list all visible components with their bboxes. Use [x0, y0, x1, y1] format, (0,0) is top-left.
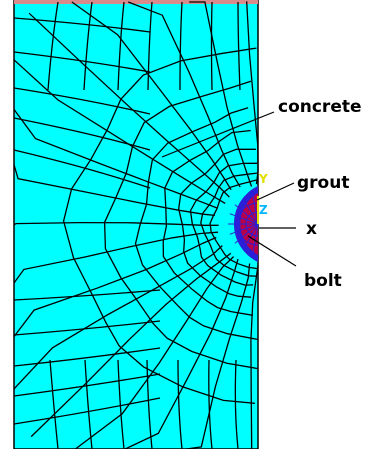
x-label: x [306, 219, 317, 239]
mesh-radial-line [13, 221, 219, 226]
mesh-farfield-line [83, 1, 93, 91]
bolt-leader [247, 235, 297, 267]
mesh-farfield-line [13, 289, 161, 301]
mesh-farfield-line [13, 117, 151, 151]
mesh-radial-line [246, 1, 259, 185]
mesh-farfield-line [13, 17, 151, 33]
mesh-radial-line [127, 1, 241, 188]
mesh-ring-line [189, 162, 259, 286]
mesh-radial-line [189, 1, 253, 187]
mesh-ring-line [103, 80, 259, 370]
mesh-farfield-line [208, 359, 213, 449]
mesh-farfield-line [117, 1, 125, 91]
bolt-mesh-spoke [234, 223, 259, 244]
mesh-radial-line [13, 231, 219, 284]
mesh-farfield-line [234, 359, 239, 449]
mesh-ring-line [200, 172, 259, 277]
concrete-label: concrete [278, 97, 362, 117]
mesh-farfield-line [177, 359, 183, 449]
bolt-mesh-ring [245, 211, 259, 237]
mesh-radial-line [249, 265, 259, 449]
bolt-mesh-spoke [234, 204, 259, 225]
grout-ring [233, 186, 258, 262]
bolt-mesh-spoke [229, 223, 259, 235]
bolt-mesh-ring [236, 202, 259, 246]
y-axis-label: Y [258, 172, 268, 186]
mesh-farfield-line [49, 359, 59, 449]
coordinate-triad: Y Z [257, 172, 268, 224]
mesh-radial-line [186, 263, 251, 449]
mesh-radial-line [75, 256, 235, 449]
mesh-ring-line [162, 129, 254, 316]
mesh-farfield-line [13, 320, 161, 336]
mesh-radial-line [30, 252, 232, 438]
grout-leader [256, 182, 295, 201]
mesh-farfield-line [13, 373, 161, 397]
bolt-mesh-spoke [252, 223, 259, 254]
mesh-ring-line [62, 47, 257, 404]
mesh-farfield-line [47, 1, 59, 91]
mesh-radial-line [28, 12, 230, 198]
mesh-farfield-line [237, 1, 241, 91]
mesh-ring-line [134, 107, 258, 341]
mesh-farfield-line [146, 359, 153, 449]
mesh-farfield-line [210, 1, 213, 91]
mesh-radial-line [13, 164, 215, 217]
concrete-leader [161, 111, 275, 158]
grout-label: grout [297, 173, 349, 193]
mesh-ring-line [209, 179, 259, 270]
mesh-farfield-line [13, 149, 151, 189]
mesh-farfield-line [117, 359, 125, 449]
mesh-radial-line [13, 245, 223, 390]
mesh-farfield-line [147, 1, 153, 91]
concrete-region [13, 0, 259, 449]
mesh-farfield-line [13, 347, 161, 367]
bolt-label: bolt [304, 271, 342, 291]
mesh-ring-line [178, 148, 256, 298]
bolt-mesh-lines [228, 194, 259, 254]
mesh-farfield-line [179, 1, 183, 91]
mesh-radial-line [13, 59, 226, 204]
concrete-mesh-lines [13, 1, 259, 449]
bolt-mesh-spoke [242, 197, 259, 225]
mesh-farfield-line [84, 359, 93, 449]
bolt-mesh-spoke [229, 213, 259, 225]
z-axis-label: Z [259, 203, 268, 217]
mesh-farfield-line [13, 87, 151, 115]
mesh-radial-line [13, 109, 218, 209]
mesh-radial-line [124, 258, 239, 449]
label-leaders [161, 111, 297, 267]
top-edge-strip [14, 0, 258, 4]
